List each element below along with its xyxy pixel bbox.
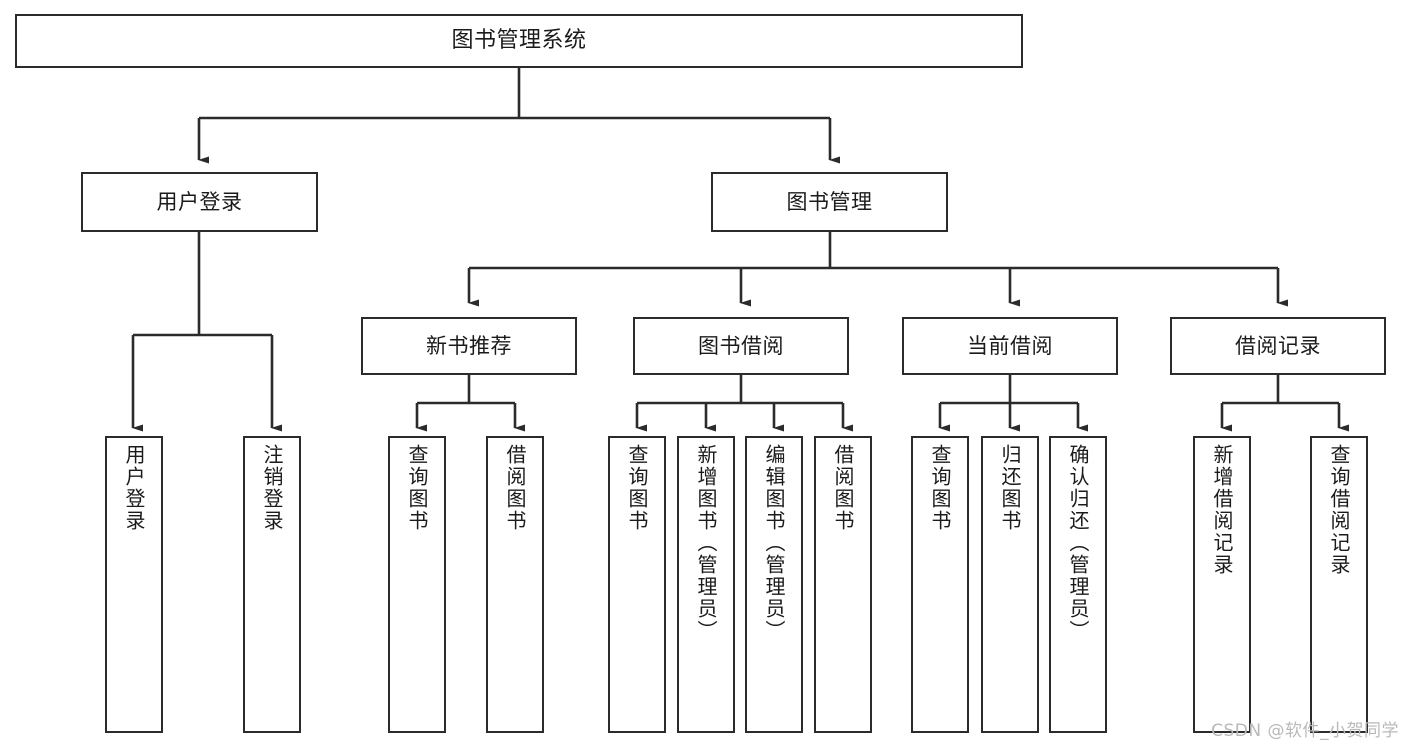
node-label: 查询图书 xyxy=(928,444,952,532)
node-label: 借阅图书 xyxy=(503,444,527,532)
node-book-management[interactable]: 图书管理 xyxy=(711,172,948,232)
leaf-query-borrow-record[interactable]: 查询借阅记录 xyxy=(1310,436,1368,733)
node-label: 图书管理系统 xyxy=(451,28,587,54)
leaf-edit-book-admin[interactable]: 编辑图书（管理员） xyxy=(745,436,803,733)
node-label: 查询图书 xyxy=(405,444,429,532)
node-label: 当前借阅 xyxy=(967,333,1053,358)
node-label: 新增图书（管理员） xyxy=(694,444,718,642)
node-label: 编辑图书（管理员） xyxy=(762,444,786,642)
leaf-add-book-admin[interactable]: 新增图书（管理员） xyxy=(677,436,735,733)
node-label: 借阅图书 xyxy=(831,444,855,532)
leaf-borrow-book-recommend[interactable]: 借阅图书 xyxy=(486,436,544,733)
watermark-csdn: CSDN @软件_小贺同学 xyxy=(1211,721,1399,741)
leaf-borrow-book[interactable]: 借阅图书 xyxy=(814,436,872,733)
node-label: 确认归还（管理员） xyxy=(1066,444,1090,642)
node-current-borrow[interactable]: 当前借阅 xyxy=(902,317,1118,375)
node-label: 用户登录 xyxy=(122,444,146,532)
node-label: 注销登录 xyxy=(260,444,284,532)
leaf-add-borrow-record[interactable]: 新增借阅记录 xyxy=(1193,436,1251,733)
node-label: 归还图书 xyxy=(998,444,1022,532)
node-label: 用户登录 xyxy=(156,189,243,214)
node-book-borrow[interactable]: 图书借阅 xyxy=(633,317,849,375)
node-label: 新书推荐 xyxy=(426,333,512,358)
node-label: 借阅记录 xyxy=(1235,333,1321,358)
node-new-book-recommend[interactable]: 新书推荐 xyxy=(361,317,577,375)
node-borrow-record[interactable]: 借阅记录 xyxy=(1170,317,1386,375)
leaf-confirm-return-admin[interactable]: 确认归还（管理员） xyxy=(1049,436,1107,733)
leaf-logout[interactable]: 注销登录 xyxy=(243,436,301,733)
leaf-query-book-current[interactable]: 查询图书 xyxy=(911,436,969,733)
node-root-book-management-system[interactable]: 图书管理系统 xyxy=(15,14,1023,68)
node-user-login[interactable]: 用户登录 xyxy=(81,172,318,232)
leaf-query-book-recommend[interactable]: 查询图书 xyxy=(388,436,446,733)
leaf-return-book[interactable]: 归还图书 xyxy=(981,436,1039,733)
node-label: 图书管理 xyxy=(786,189,873,214)
node-label: 图书借阅 xyxy=(698,333,784,358)
node-label: 新增借阅记录 xyxy=(1210,444,1234,576)
leaf-user-login[interactable]: 用户登录 xyxy=(105,436,163,733)
node-label: 查询图书 xyxy=(625,444,649,532)
node-label: 查询借阅记录 xyxy=(1327,444,1351,576)
leaf-query-book-borrow[interactable]: 查询图书 xyxy=(608,436,666,733)
